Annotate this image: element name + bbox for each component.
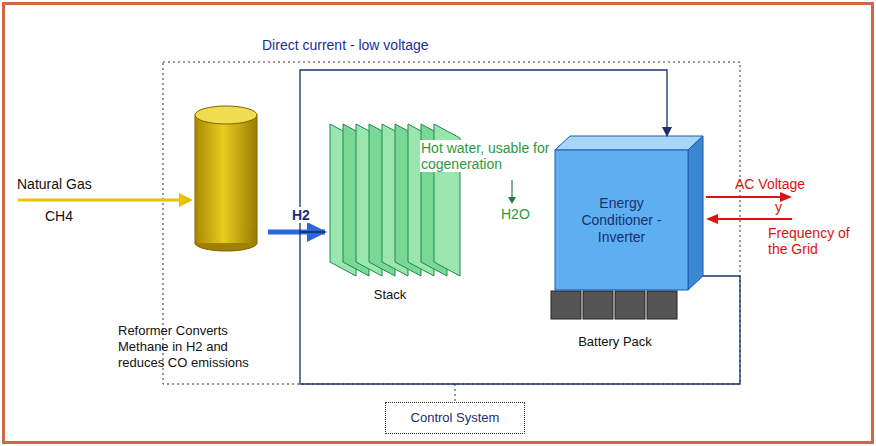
ac-label: AC Voltage — [735, 176, 805, 192]
water-arrowhead — [508, 197, 516, 204]
conjunction: y — [775, 199, 782, 215]
node-text: Reformer Converts Methane in H2 and redu… — [118, 323, 268, 371]
inverter-cube — [555, 136, 703, 290]
node-text: Battery Pack — [578, 334, 652, 350]
grid-label: Frequency of the Grid — [768, 225, 850, 257]
battery-blocks — [551, 291, 677, 319]
node-text: Control System — [411, 410, 500, 426]
node-text: Stack — [374, 287, 407, 303]
water-formula: H2O — [501, 206, 530, 222]
grid-arrowhead — [706, 214, 718, 224]
ac-arrow — [706, 196, 782, 198]
control-boundary — [163, 62, 740, 384]
water-note: Hot water, usable for cogeneration — [420, 140, 554, 172]
water-arrow — [511, 180, 512, 198]
grid-arrow — [716, 218, 792, 220]
control-link — [455, 384, 456, 402]
edge-label: Direct current - low voltage — [262, 37, 429, 53]
inverter-node: Energy Conditioner - Inverter — [555, 136, 703, 290]
connector — [300, 232, 740, 384]
reformer-cylinder — [195, 106, 257, 251]
control-node: Control System — [385, 402, 525, 434]
battery-node: Battery Pack — [550, 290, 680, 352]
gas-arrow — [18, 199, 180, 202]
gas-formula: CH4 — [45, 208, 73, 224]
gas-arrowhead — [179, 193, 193, 207]
node-text: Energy Conditioner - Inverter — [578, 195, 666, 246]
reformer-node: Reformer Converts Methane in H2 and redu… — [118, 100, 268, 375]
gas-label: Natural Gas — [17, 176, 92, 192]
edge-label: H2 — [292, 207, 310, 223]
